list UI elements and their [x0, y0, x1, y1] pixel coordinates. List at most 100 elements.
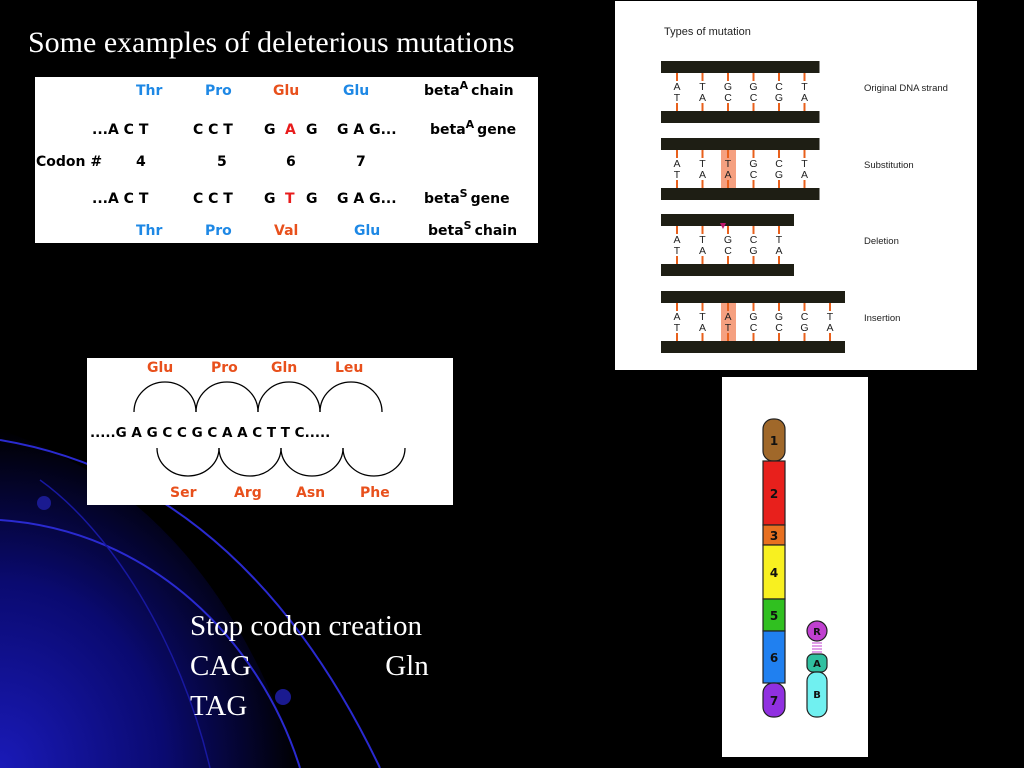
background-swoosh [0, 519, 301, 768]
base-letter: T [699, 311, 706, 323]
base-letter: T [699, 81, 706, 93]
base-letter: A [775, 245, 782, 257]
amino-acid: Gln [271, 360, 297, 376]
amino-acid-mutated: Glu [273, 83, 299, 99]
base-letter: A [699, 322, 706, 334]
base-letter: G [724, 234, 732, 246]
base-letter: A [673, 311, 680, 323]
base-letter: C [801, 311, 809, 323]
base-letter: T [674, 245, 681, 257]
base-letter: A [724, 311, 731, 323]
segment-label: 3 [770, 529, 778, 543]
base-letter: A [826, 322, 833, 334]
chromosome-segment [806, 620, 828, 642]
segment-label: R [813, 627, 821, 638]
codon-number: 4 [136, 154, 146, 170]
panel-title: Types of mutation [664, 26, 751, 38]
base-letter: C [750, 234, 758, 246]
amino-acid: Glu [343, 83, 369, 99]
amino-acid: Glu [354, 223, 380, 239]
base-letter: T [827, 311, 834, 323]
base-letter: T [674, 169, 681, 181]
codon-number: 5 [217, 154, 227, 170]
base-letter: T [699, 158, 706, 170]
base-letter: T [725, 322, 732, 334]
base-letter: T [674, 322, 681, 334]
dna-backbone [661, 138, 820, 150]
base-letter: G [749, 158, 757, 170]
base-letter: T [699, 234, 706, 246]
base-letter: T [776, 234, 783, 246]
dna-sequence: .....G A G C C G C A A C T T C..... [90, 425, 330, 441]
dna-backbone [661, 341, 845, 353]
codon-from: CAG [190, 650, 252, 682]
base-letter: G [724, 81, 732, 93]
amino-acid: Phe [360, 485, 390, 501]
base-letter: C [750, 92, 758, 104]
segment-label: 5 [770, 609, 778, 623]
amino-acid: Pro [211, 360, 238, 376]
base-letter: A [801, 169, 808, 181]
amino-acid-mutated: Val [274, 223, 298, 239]
reading-frame-panel: Glu Pro Gln Leu .....G A G C C G C A A C… [87, 358, 453, 505]
base-letter: C [750, 169, 758, 181]
deletion-marker-icon [720, 223, 726, 229]
dna-backbone [661, 111, 820, 123]
segment-label: B [813, 690, 821, 701]
base-letter: C [775, 322, 783, 334]
base-letter: G [749, 81, 757, 93]
codon-number: 6 [286, 154, 296, 170]
base-letter: A [673, 81, 680, 93]
base-letter: A [801, 92, 808, 104]
base-letter: G [775, 92, 783, 104]
segment-label: 6 [770, 651, 778, 665]
base-letter: G [800, 322, 808, 334]
mutation-highlight [721, 150, 736, 194]
base-letter: A [673, 234, 680, 246]
segment-label: 7 [770, 694, 778, 708]
base-letter: A [699, 245, 706, 257]
base-letter: G [749, 245, 757, 257]
dna-backbone [661, 214, 794, 226]
base-letter: A [724, 169, 731, 181]
base-letter: C [724, 92, 732, 104]
background-swoosh [39, 479, 211, 768]
reading-frame-diagram: Glu Pro Gln Leu .....G A G C C G C A A C… [90, 360, 406, 501]
mutation-type-label: Original DNA strand [864, 83, 948, 94]
base-letter: C [724, 245, 732, 257]
segment-label: 4 [770, 566, 778, 580]
amino-acid: Pro [205, 223, 232, 239]
base-letter: C [750, 322, 758, 334]
segment-label: 1 [770, 434, 778, 448]
amino-acid: Leu [335, 360, 363, 376]
codon-number: 7 [356, 154, 366, 170]
amino-acid: Glu [147, 360, 173, 376]
background-dot [275, 689, 291, 705]
mutation-type-label: Insertion [864, 313, 900, 324]
amino-acid: Asn [296, 485, 325, 501]
base-letter: G [775, 169, 783, 181]
codon-arcs-top [133, 381, 383, 413]
base-letter: C [775, 81, 783, 93]
amino-acid: Ser [170, 485, 197, 501]
background-swoosh [0, 439, 381, 768]
background-dot [37, 496, 51, 510]
amino-acid: Thr [136, 83, 163, 99]
amino-acid: Thr [136, 223, 163, 239]
codon-arcs-bottom [156, 447, 406, 477]
